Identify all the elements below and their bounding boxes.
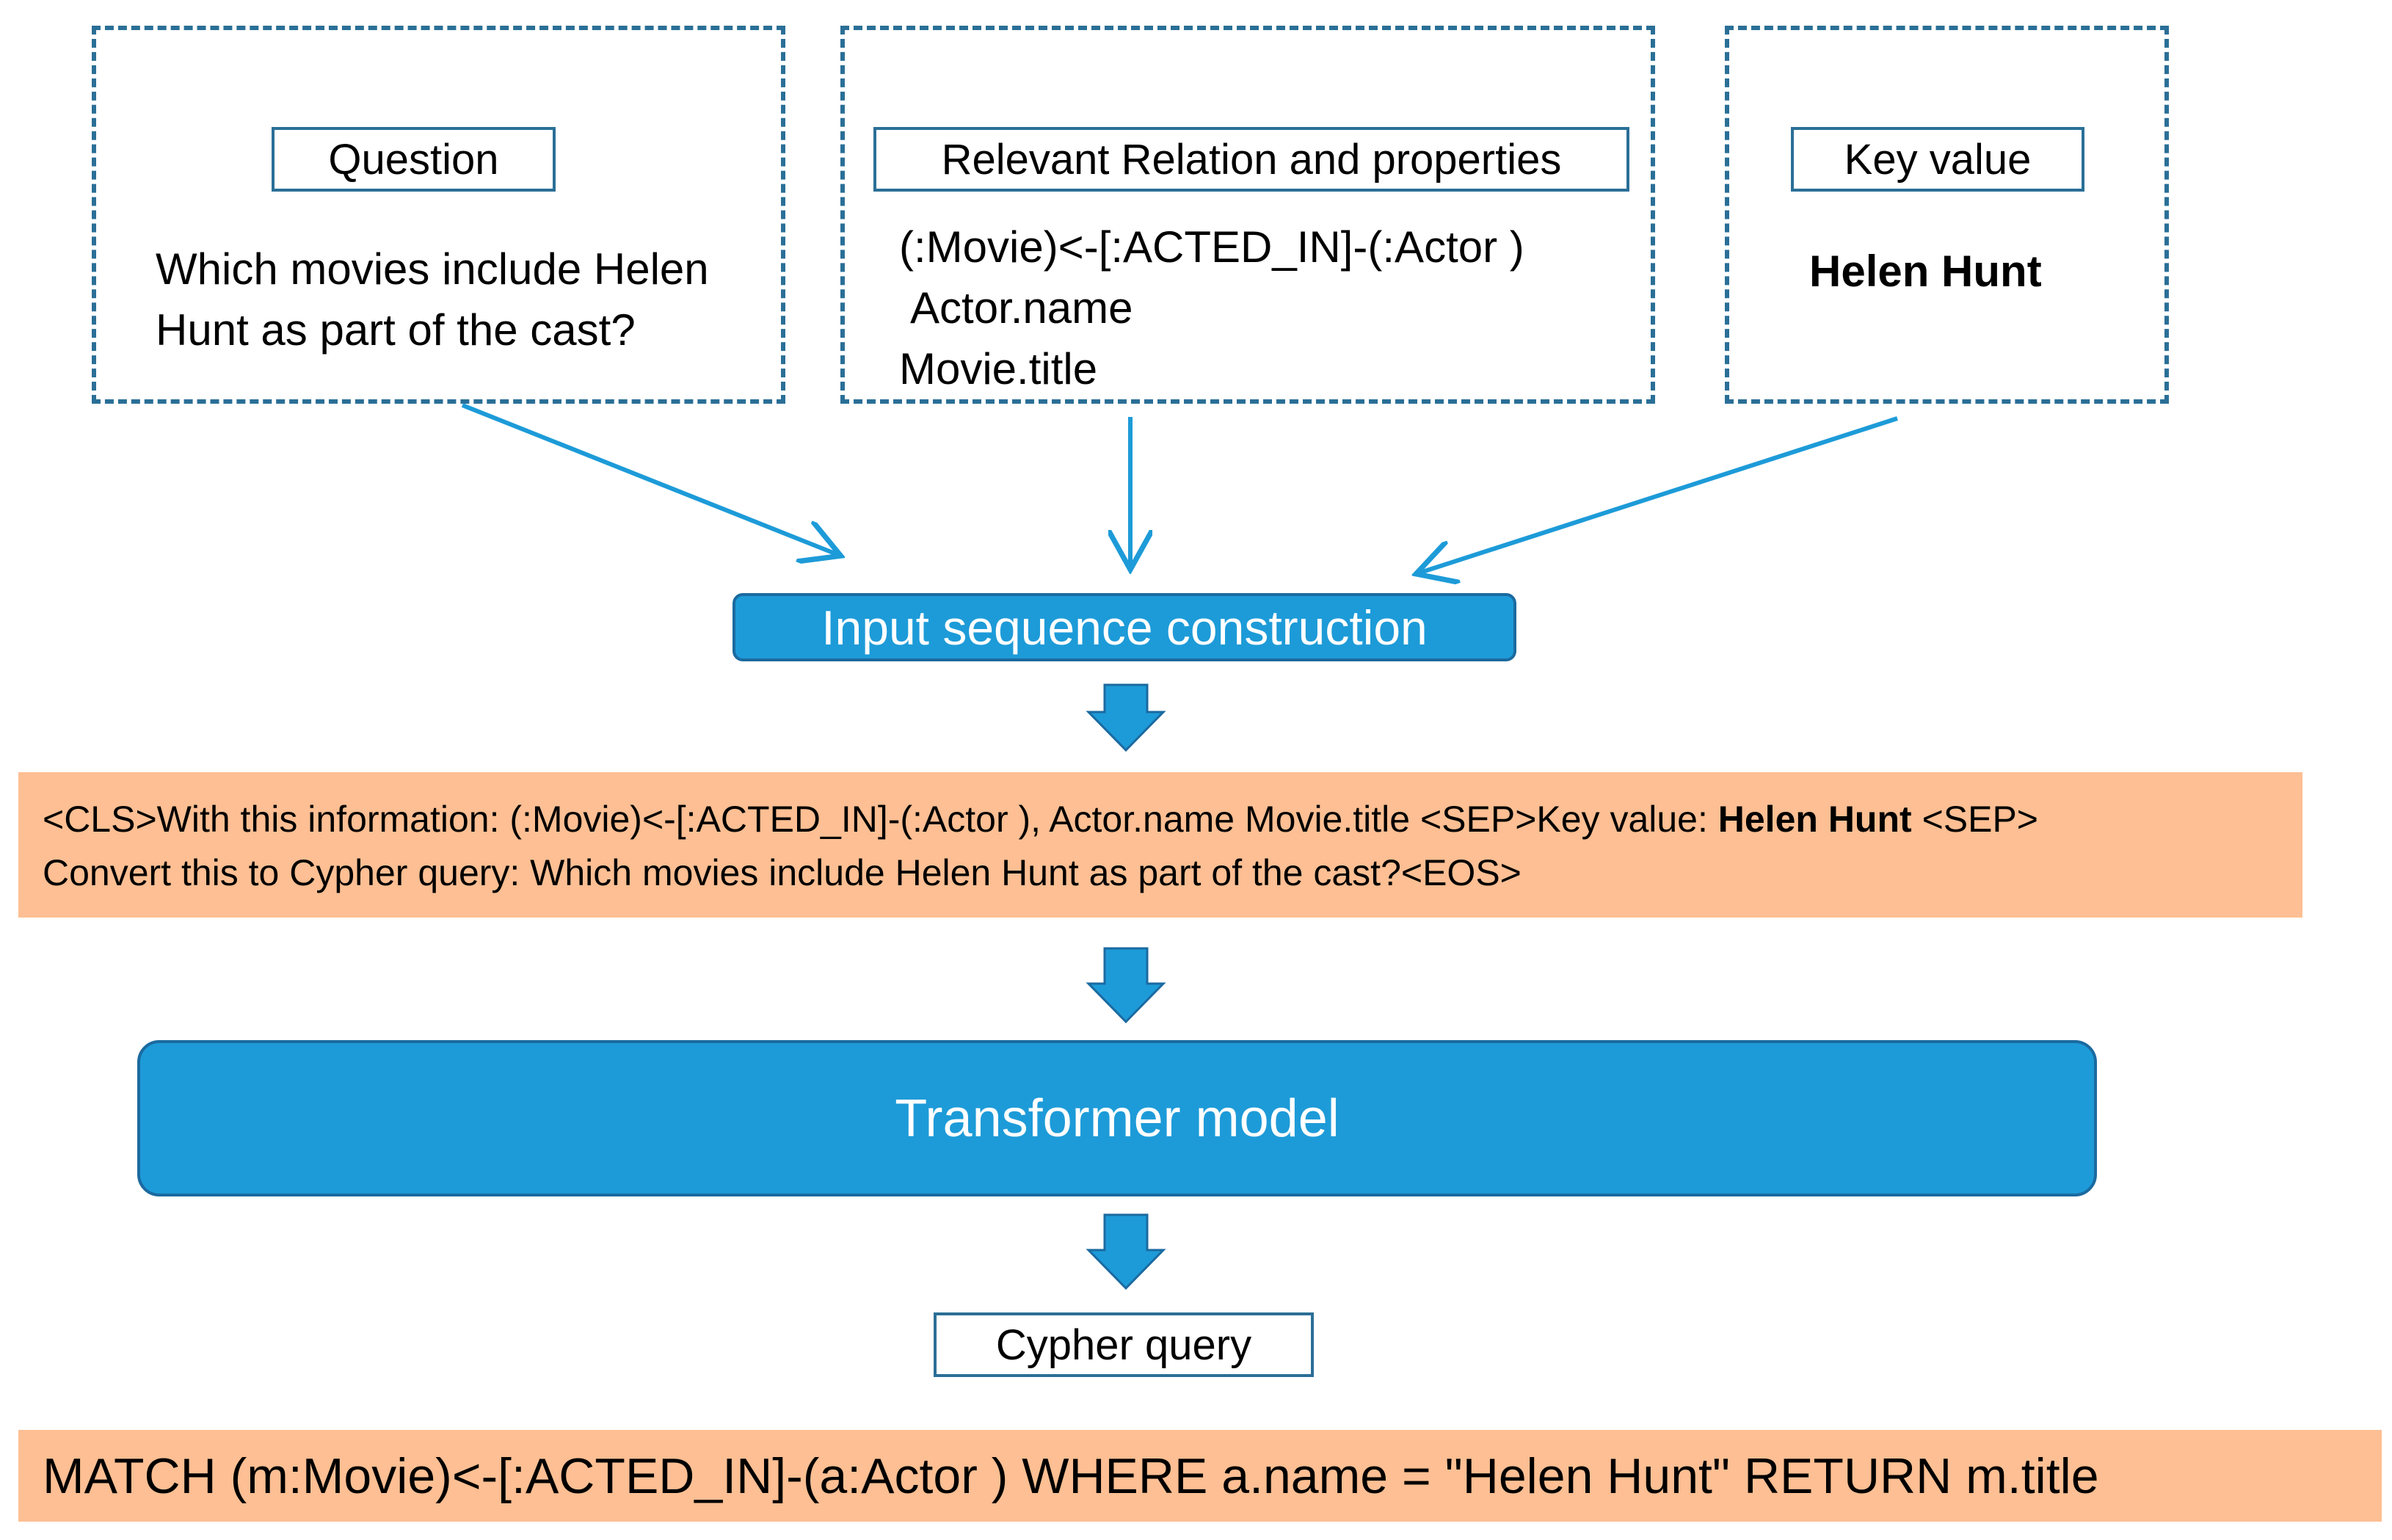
- arrow-question-to-construction: [461, 403, 837, 554]
- question-panel: [92, 26, 785, 404]
- block-arrow-3: [1086, 1213, 1166, 1290]
- key-value-label: Key value: [1791, 127, 2084, 192]
- cypher-query-label: Cypher query: [934, 1312, 1314, 1377]
- output-query-box: [18, 1430, 2382, 1522]
- transformer-model-label: Transformer model: [895, 1089, 1339, 1148]
- key-value-panel: [1725, 26, 2169, 404]
- arrow-key-to-construction: [1420, 416, 1898, 573]
- question-text-line-1: Which movies include Helen: [156, 244, 709, 294]
- block-arrow-1: [1086, 683, 1166, 752]
- transformer-model-box: Transformer model: [137, 1040, 2097, 1196]
- input-construction-box: Input sequence construction: [732, 593, 1516, 661]
- question-text-line-2: Hunt as part of the cast?: [156, 305, 636, 355]
- input-sequence-key: Helen Hunt: [1717, 799, 1912, 840]
- block-arrow-2: [1086, 947, 1166, 1024]
- relation-text-line-3: Movie.title: [899, 344, 1098, 393]
- key-value-text: Helen Hunt: [1809, 247, 2042, 296]
- input-sequence-prefix: <CLS>With this information: (:Movie)<-[:…: [43, 799, 1718, 840]
- relation-text-line-1: (:Movie)<-[:ACTED_IN]-(:Actor ): [899, 222, 1524, 272]
- input-sequence-line-2: Convert this to Cypher query: Which movi…: [43, 852, 1522, 893]
- input-sequence-box: [18, 772, 2302, 918]
- relation-label: Relevant Relation and properties: [873, 127, 1629, 192]
- output-query-text: MATCH (m:Movie)<-[:ACTED_IN]-(a:Actor ) …: [43, 1448, 2099, 1504]
- question-label: Question: [272, 127, 556, 192]
- input-sequence-suffix: <SEP>: [1911, 799, 2039, 840]
- relation-text-line-2: Actor.name: [910, 283, 1133, 333]
- input-sequence-line-1: <CLS>With this information: (:Movie)<-[:…: [43, 793, 2038, 846]
- input-construction-label: Input sequence construction: [821, 600, 1428, 655]
- relation-panel: [840, 26, 1655, 404]
